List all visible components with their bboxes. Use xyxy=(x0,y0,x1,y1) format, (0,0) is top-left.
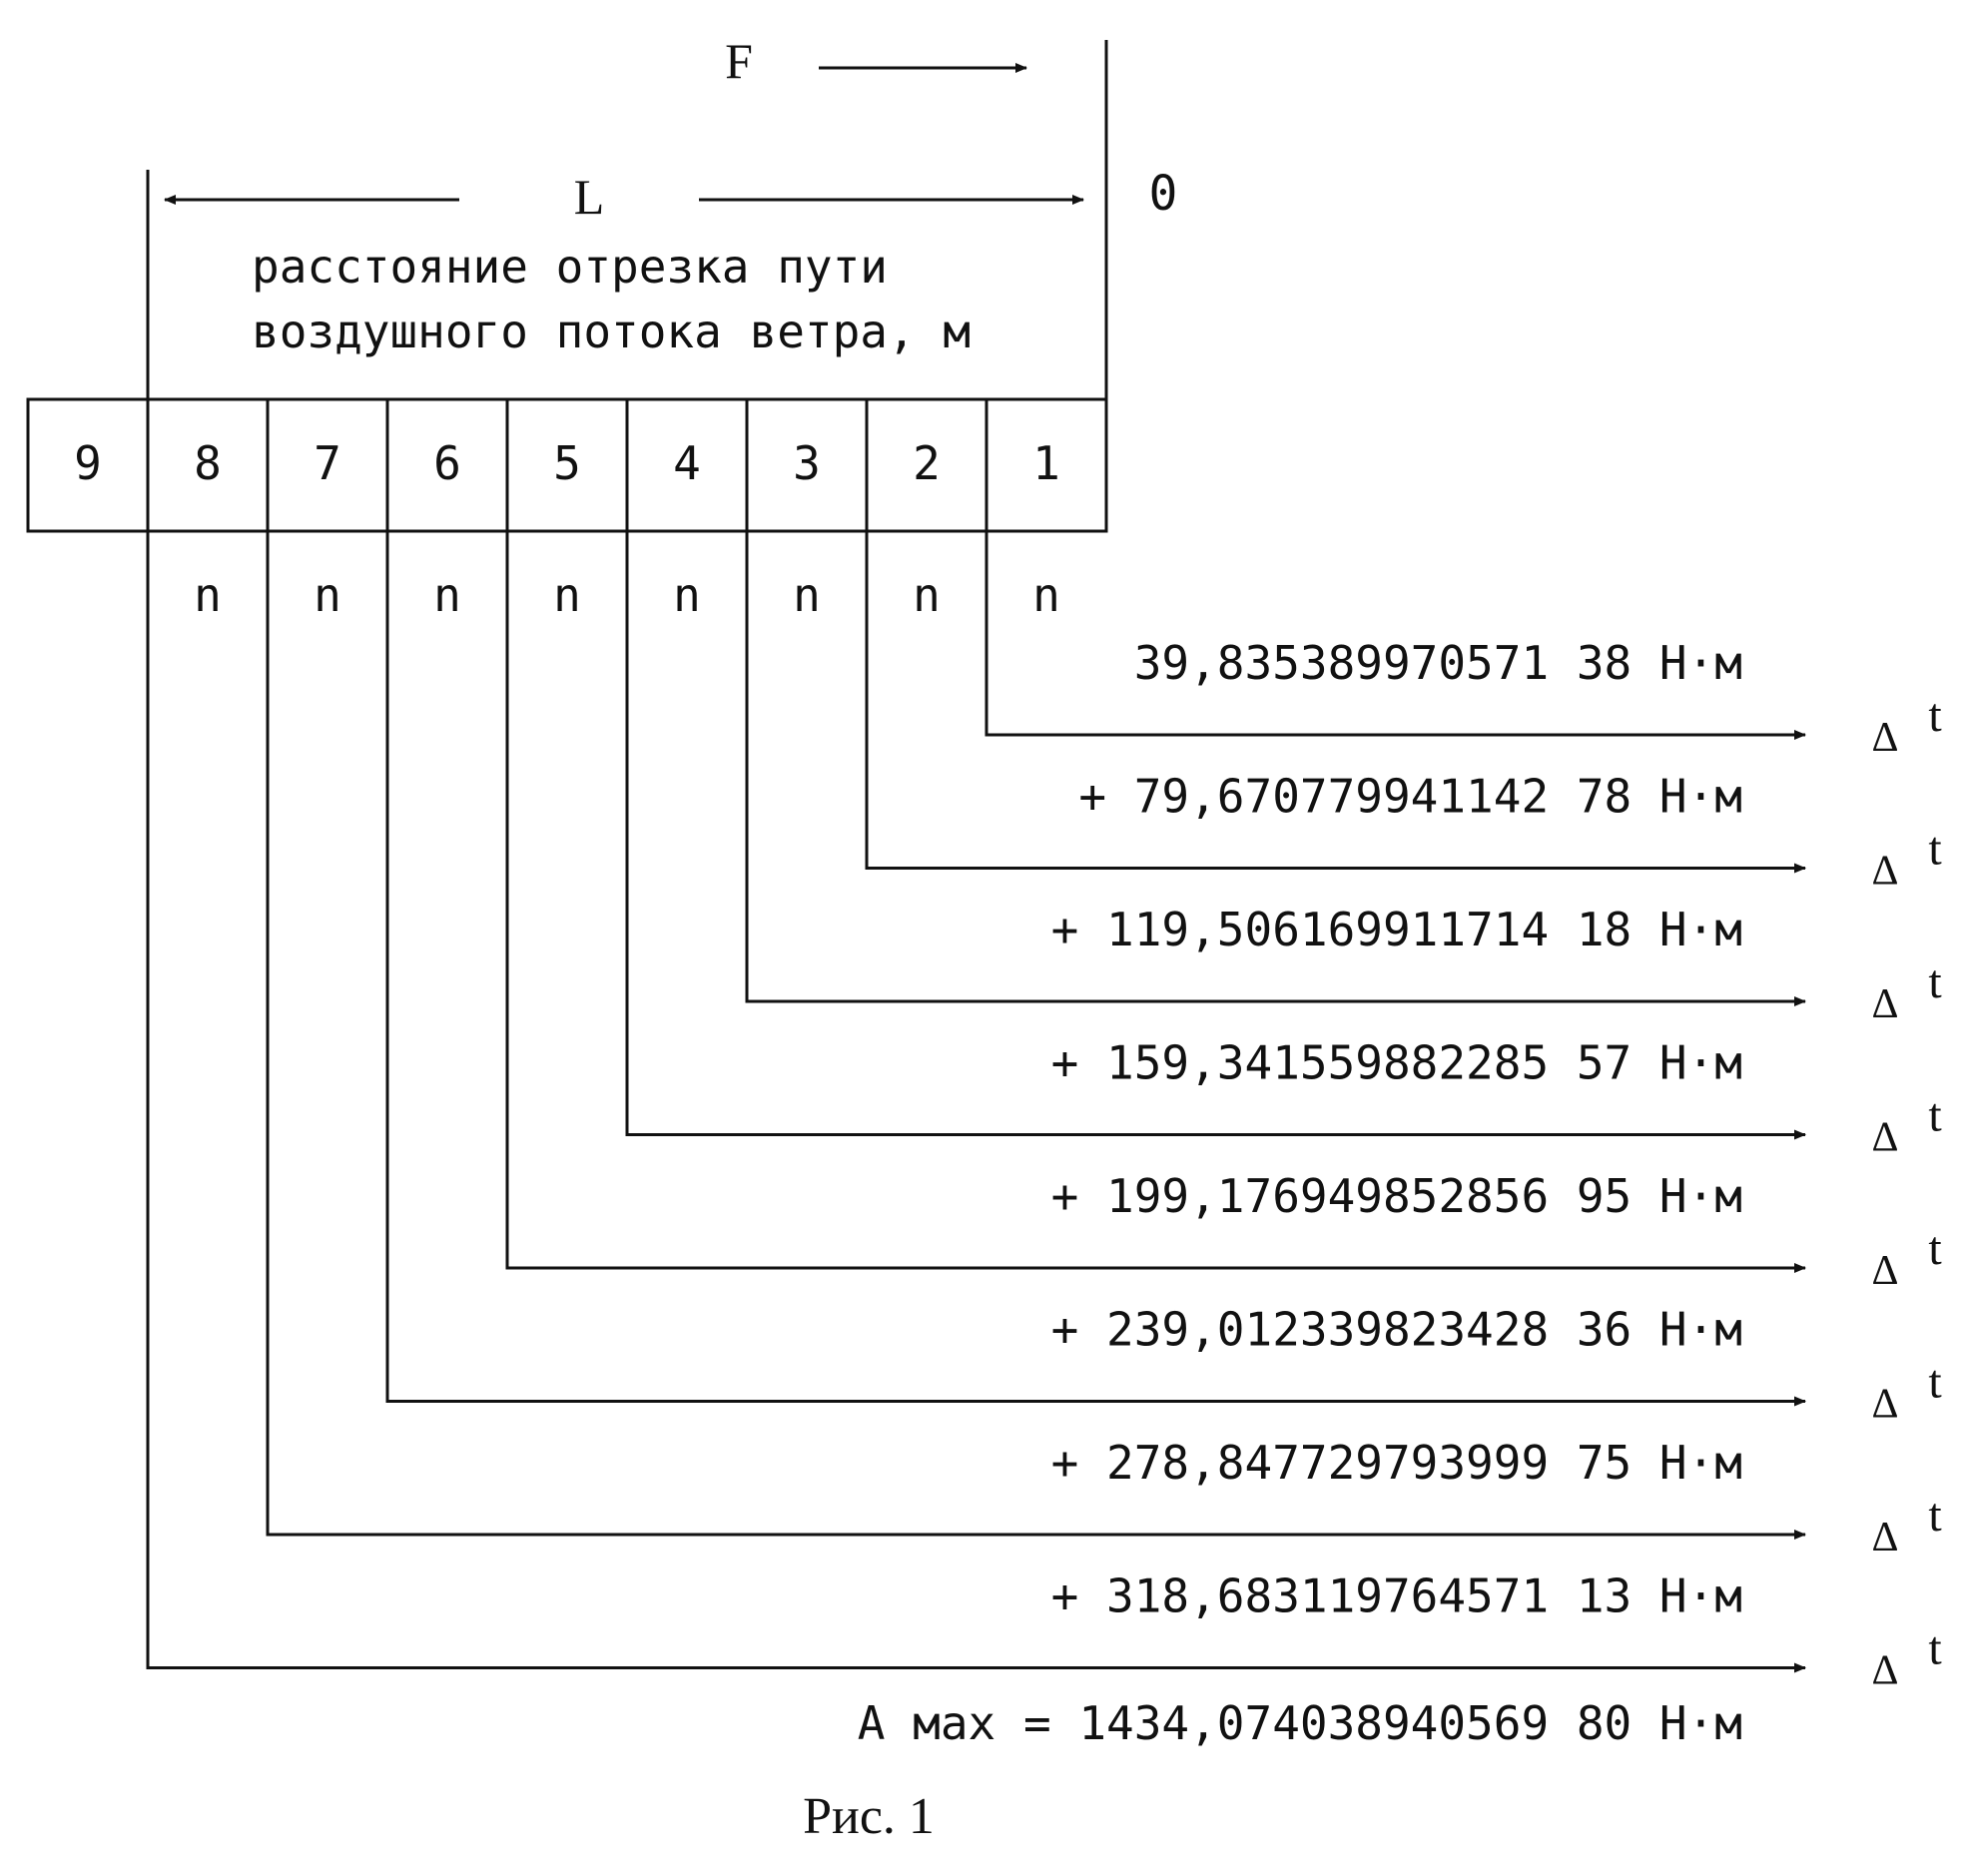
figure-caption: Рис. 1 xyxy=(803,1788,935,1845)
work-paths: n 39,835389970571 38 Н·мΔt n + 79,670779941… xyxy=(148,531,1942,1694)
segment-count-label: n xyxy=(913,568,941,622)
total-work-label: A мах = 1434,074038940569 80 Н·м xyxy=(858,1696,1742,1750)
work-path-arrow xyxy=(986,531,1805,735)
delta-symbol: Δ xyxy=(1871,981,1898,1027)
time-symbol: t xyxy=(1928,1356,1942,1409)
time-symbol: t xyxy=(1928,689,1942,742)
work-value-label: + 119,506169911714 18 Н·м xyxy=(1051,903,1742,956)
segment-number: 1 xyxy=(1032,436,1060,490)
delta-symbol: Δ xyxy=(1871,1115,1898,1161)
delta-symbol: Δ xyxy=(1871,1248,1898,1294)
segment-count-label: n xyxy=(673,568,701,622)
delta-symbol: Δ xyxy=(1871,849,1898,895)
delta-symbol: Δ xyxy=(1871,1648,1898,1694)
segment-number: 2 xyxy=(913,436,941,490)
distance-caption-line1: расстояние отрезка пути xyxy=(252,240,888,294)
time-symbol: t xyxy=(1928,1489,1942,1542)
delta-symbol: Δ xyxy=(1871,715,1898,761)
segment-count-label: n xyxy=(1032,568,1060,622)
work-value-label: + 239,012339823428 36 Н·м xyxy=(1051,1303,1742,1357)
distance-caption-line2: воздушного потока ветра, м xyxy=(252,305,971,358)
segment-count-label: n xyxy=(553,568,581,622)
work-path-arrow xyxy=(148,531,1805,1668)
segment-number: 7 xyxy=(314,436,341,490)
work-value-label: + 278,847729793999 75 Н·м xyxy=(1051,1436,1742,1490)
origin-label: 0 xyxy=(1149,166,1178,222)
segment-number: 3 xyxy=(793,436,821,490)
segment-number: 9 xyxy=(74,436,102,490)
work-value-label: + 318,683119764571 13 Н·м xyxy=(1051,1569,1742,1623)
time-symbol: t xyxy=(1928,1089,1942,1142)
segment-count-label: n xyxy=(433,568,461,622)
time-symbol: t xyxy=(1928,1622,1942,1675)
segment-count-label: n xyxy=(314,568,341,622)
segment-count-label: n xyxy=(793,568,821,622)
force-label: F xyxy=(725,33,753,89)
segment-number: 8 xyxy=(194,436,222,490)
work-value-label: + 199,176949852856 95 Н·м xyxy=(1051,1169,1742,1223)
segment-number: 5 xyxy=(553,436,581,490)
time-symbol: t xyxy=(1928,823,1942,876)
segment-number: 4 xyxy=(673,436,701,490)
time-symbol: t xyxy=(1928,1222,1942,1275)
segment-count-label: n xyxy=(194,568,222,622)
time-symbol: t xyxy=(1928,955,1942,1008)
delta-symbol: Δ xyxy=(1871,1515,1898,1561)
delta-symbol: Δ xyxy=(1871,1382,1898,1428)
length-label: L xyxy=(574,169,605,225)
work-value-label: + 79,670779941142 78 Н·м xyxy=(1078,770,1742,824)
work-value-label: 39,835389970571 38 Н·м xyxy=(1134,636,1742,690)
segment-number: 6 xyxy=(433,436,461,490)
work-value-label: + 159,341559882285 57 Н·м xyxy=(1051,1036,1742,1090)
